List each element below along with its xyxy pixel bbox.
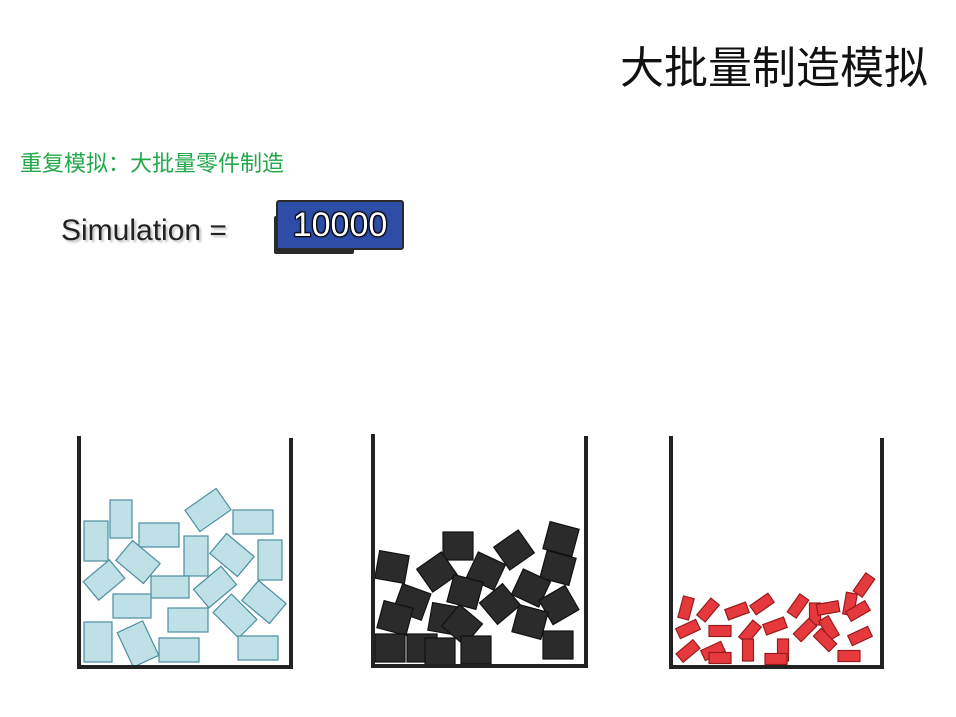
- red-part: [675, 638, 701, 664]
- bin-red-parts: [674, 571, 876, 666]
- red-part: [812, 627, 838, 653]
- red-part: [724, 601, 750, 621]
- black-part: [511, 603, 549, 641]
- light-blue-part: [83, 621, 113, 663]
- bin-light-blue-parts: [82, 487, 287, 668]
- red-part: [815, 599, 841, 617]
- black-part: [539, 549, 577, 587]
- light-blue-part: [241, 579, 287, 625]
- light-blue-part: [109, 499, 133, 539]
- black-part: [440, 603, 484, 647]
- red-part: [674, 618, 702, 640]
- black-part: [424, 637, 456, 667]
- light-blue-part: [192, 565, 238, 609]
- black-part: [510, 568, 552, 608]
- red-part: [844, 599, 872, 623]
- red-part: [762, 616, 788, 636]
- light-blue-part: [183, 535, 209, 577]
- light-blue-part: [138, 522, 180, 548]
- black-part: [442, 531, 474, 561]
- light-blue-part: [257, 539, 283, 581]
- light-blue-part: [158, 637, 200, 663]
- red-part: [695, 597, 721, 623]
- red-part: [846, 625, 874, 647]
- black-part: [460, 635, 492, 665]
- light-blue-part: [212, 593, 258, 639]
- light-blue-part: [83, 520, 109, 562]
- red-part: [792, 617, 818, 643]
- light-blue-part: [116, 620, 160, 668]
- page-subtitle: 重复模拟：大批量零件制造: [20, 152, 285, 177]
- bin-3: [669, 436, 884, 669]
- red-part: [708, 651, 732, 665]
- black-part: [415, 551, 459, 593]
- light-blue-part: [184, 487, 232, 533]
- page-title: 大批量制造模拟: [620, 43, 928, 94]
- simulation-counter: 10000: [276, 200, 404, 250]
- light-blue-part: [209, 532, 255, 578]
- black-part: [374, 633, 406, 663]
- black-part: [542, 520, 580, 558]
- light-blue-part: [167, 607, 209, 633]
- light-blue-part: [112, 593, 152, 619]
- black-part: [376, 599, 414, 637]
- bin-2: [371, 434, 588, 668]
- light-blue-part: [115, 539, 161, 585]
- black-part: [374, 549, 410, 585]
- red-part: [741, 638, 755, 662]
- bin-black-parts: [374, 520, 580, 667]
- black-part: [492, 529, 536, 571]
- light-blue-part: [237, 635, 279, 661]
- red-part: [764, 652, 788, 666]
- red-part: [786, 592, 810, 620]
- bin-1: [77, 436, 293, 669]
- black-part: [542, 630, 574, 660]
- red-part: [708, 624, 732, 638]
- light-blue-part: [232, 509, 274, 535]
- light-blue-part: [82, 559, 126, 601]
- red-part: [852, 571, 876, 599]
- black-part: [478, 582, 522, 626]
- red-part: [748, 592, 776, 616]
- simulation-label: Simulation =: [61, 214, 227, 247]
- red-part: [677, 595, 695, 621]
- red-part: [837, 649, 861, 663]
- light-blue-part: [150, 575, 190, 599]
